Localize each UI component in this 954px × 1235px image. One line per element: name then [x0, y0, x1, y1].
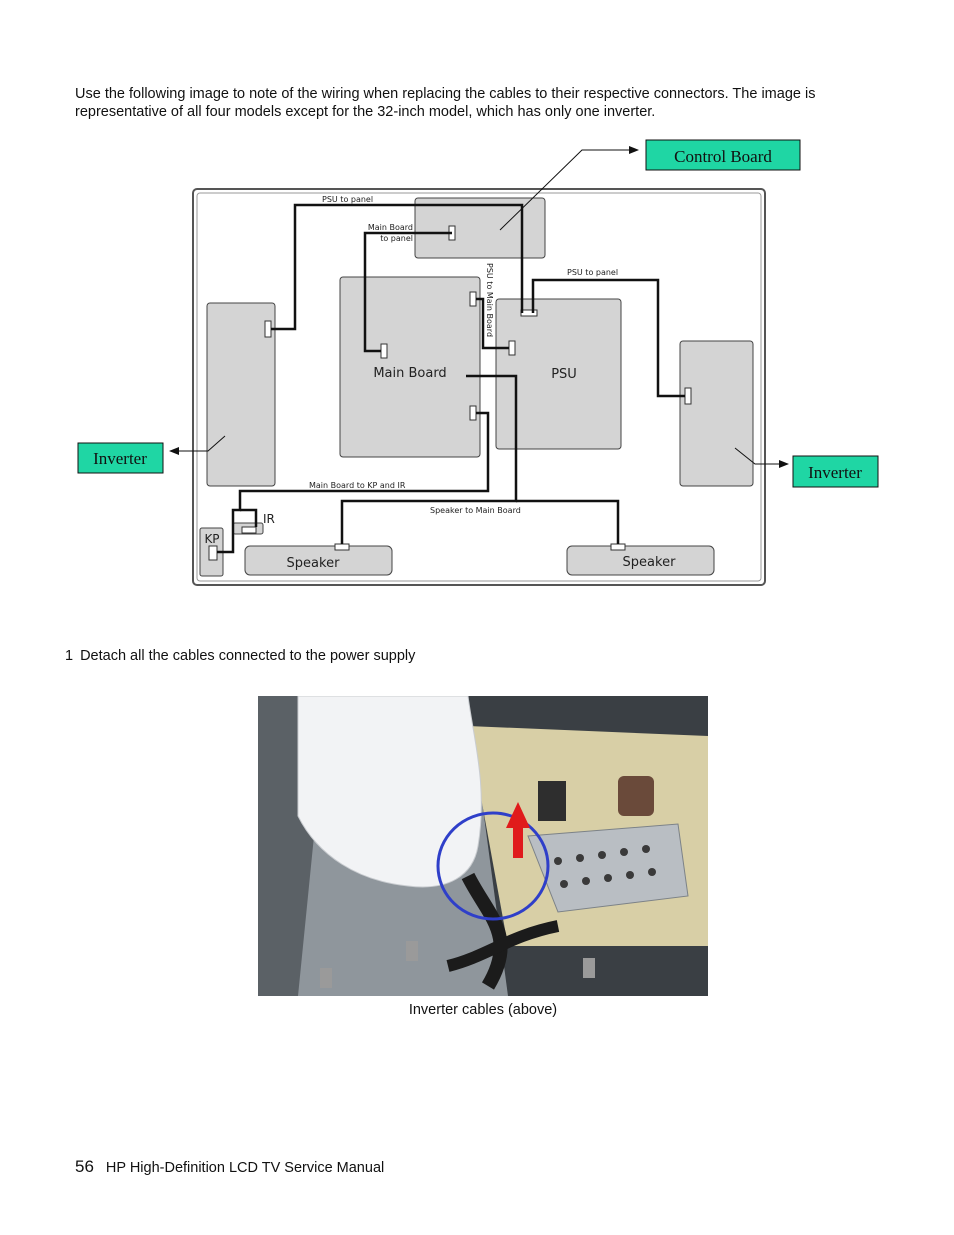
cable-main-board-to-panel — [363, 231, 452, 353]
cable-label-main-board-to-panel-line1: Main Board — [368, 223, 413, 232]
highlight-circle — [436, 811, 550, 921]
cable-main-board-to-kp-ir — [217, 411, 490, 554]
inverter-left-callout-box — [77, 442, 164, 474]
speaker-left-block — [244, 545, 393, 576]
cable-label-speaker-to-main-board: Speaker to Main Board — [430, 506, 521, 515]
connector — [520, 309, 538, 317]
photo-illustration — [258, 696, 708, 996]
inverter-cables-photo — [258, 696, 708, 996]
connector — [334, 543, 350, 551]
cables — [217, 203, 685, 554]
capacitor — [618, 776, 654, 816]
connector — [684, 387, 692, 405]
connector — [469, 291, 477, 307]
manual-title: HP High-Definition LCD TV Service Manual — [105, 1160, 385, 1176]
step-number: 1 — [65, 648, 74, 664]
main-board-label: Main Board — [373, 366, 446, 381]
control-board-callout-box — [645, 139, 801, 171]
control-board-callout: Control Board — [674, 147, 772, 166]
connector — [264, 320, 272, 338]
up-arrow-icon — [506, 802, 530, 858]
cable-label-main-board-to-kp-ir: Main Board to KP and IR — [309, 481, 406, 490]
page-footer: 56 HP High-Definition LCD TV Service Manu… — [75, 1157, 384, 1177]
connector — [469, 405, 477, 421]
inverter-right-callout-box — [792, 455, 879, 488]
photo-caption: Inverter cables (above) — [408, 1002, 558, 1018]
speaker-right-label: Speaker — [623, 555, 677, 570]
wiring-diagram-svg: Control Board Inverter Inverter Main Boa… — [77, 139, 879, 586]
main-board-block — [339, 276, 481, 458]
cable-ir-link — [240, 508, 258, 527]
callout-arrows — [169, 146, 789, 468]
psu-block — [495, 298, 622, 450]
kp-label: KP — [204, 532, 219, 546]
arrow-control-board — [499, 146, 639, 231]
control-board-block — [414, 197, 546, 259]
connector — [208, 545, 218, 561]
cable-label-main-board-to-panel-line2: to panel — [380, 234, 413, 243]
cable-labels: PSU to panel Main Board to panel PSU to … — [309, 195, 618, 515]
cable-label-psu-to-panel-right: PSU to panel — [567, 268, 618, 277]
speaker-left-label: Speaker — [287, 556, 341, 571]
inverter-right-callout: Inverter — [808, 463, 862, 482]
step-instruction: 1 Detach all the cables connected to the … — [65, 648, 415, 664]
cable-label-psu-to-main-board: PSU to Main Board — [485, 263, 494, 337]
connector — [508, 340, 516, 356]
arrow-inverter-left — [169, 435, 226, 455]
cable-bundle-2 — [446, 920, 560, 972]
glove — [297, 696, 482, 888]
connectors — [208, 225, 692, 561]
psu-label: PSU — [551, 367, 577, 382]
wiring-diagram: Control Board Inverter Inverter Main Boa… — [70, 130, 900, 600]
page-number: 56 — [75, 1157, 94, 1176]
cable-label-psu-to-panel-left: PSU to panel — [322, 195, 373, 204]
inverter-right-block — [679, 340, 754, 487]
ir-label: IR — [263, 512, 275, 526]
cable-psu-to-panel-right — [531, 278, 685, 398]
speaker-right-block — [566, 545, 715, 576]
chassis-inner-outline — [196, 192, 762, 582]
cable-speaker-right — [516, 499, 620, 544]
transformer — [538, 781, 566, 821]
cable-bundle — [461, 872, 508, 990]
cable-psu-to-main-board — [476, 297, 509, 350]
intro-paragraph: Use the following image to note of the w… — [75, 86, 816, 120]
standoffs — [320, 941, 595, 988]
inverter-left-callout: Inverter — [93, 449, 147, 468]
arrow-inverter-right — [734, 447, 789, 468]
connector — [380, 343, 388, 359]
cable-psu-to-panel-left — [271, 203, 524, 331]
inverter-left-block — [206, 302, 276, 487]
step-text: Detach all the cables connected to the p… — [80, 648, 416, 664]
heatsink-holes — [554, 845, 656, 888]
connector — [241, 526, 257, 534]
connector — [610, 543, 626, 551]
component-labels: Main Board PSU Speaker Speaker KP IR — [204, 366, 676, 571]
